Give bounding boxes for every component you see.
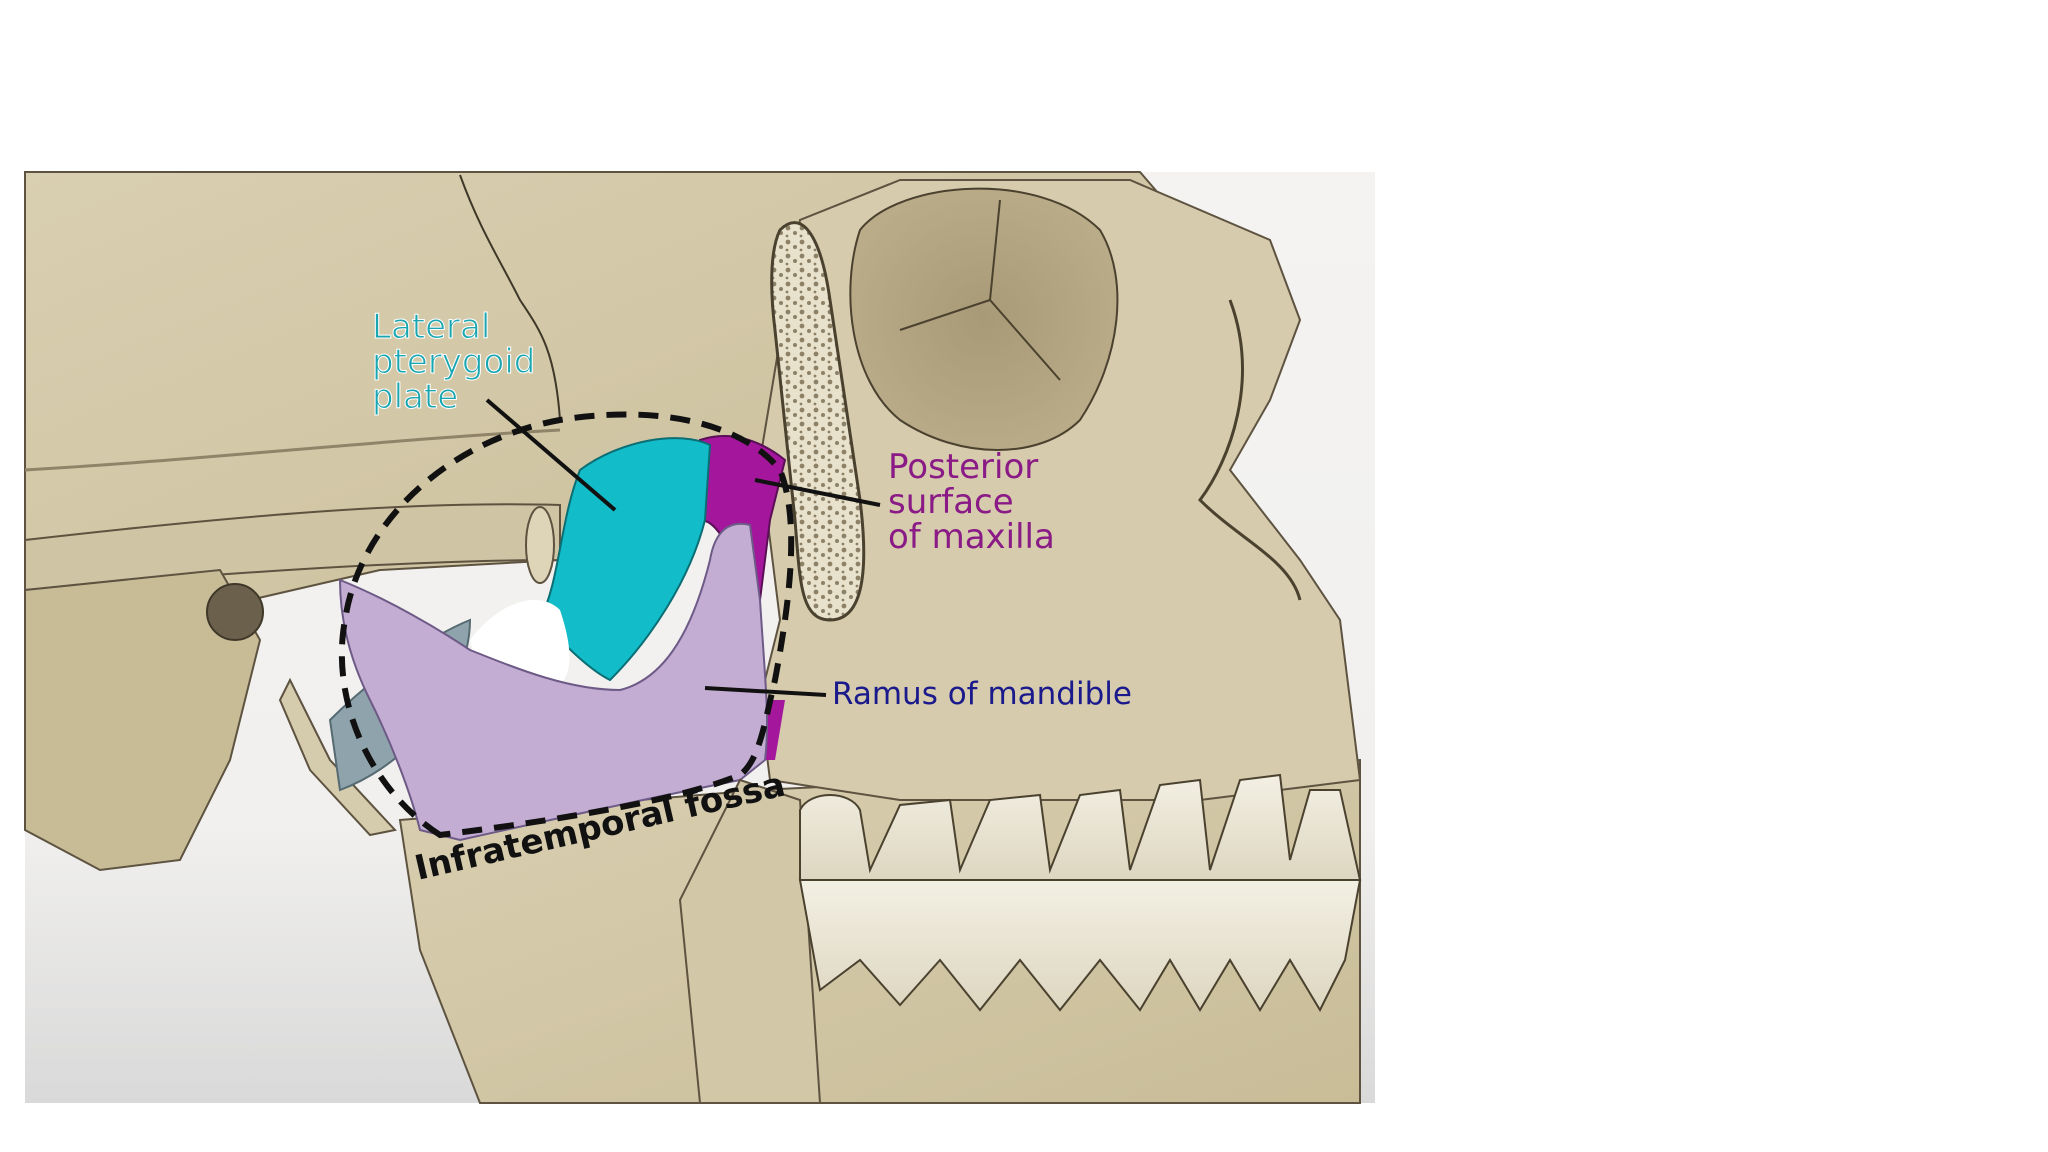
temporal-line <box>24 428 561 472</box>
external-acoustic-meatus <box>206 583 264 641</box>
lower-teeth <box>798 879 1362 1013</box>
skull-illustration <box>24 171 1375 1104</box>
label-posterior-maxilla: Posterior surface of maxilla <box>888 447 1055 557</box>
ramus-region <box>338 522 769 842</box>
sectioned-zygoma <box>770 221 866 622</box>
label-posterior-maxilla-line2: surface <box>888 482 1014 522</box>
label-ramus: Ramus of mandible <box>832 676 1132 712</box>
leader-posterior-maxilla <box>754 478 881 507</box>
teeth <box>798 773 1362 1013</box>
label-posterior-maxilla-line1: Posterior <box>888 447 1038 487</box>
styloid-process <box>278 677 397 837</box>
upper-teeth <box>799 773 1362 881</box>
leader-lateral-pterygoid <box>485 398 617 512</box>
orbit-fissures <box>899 199 1061 381</box>
label-lateral-pterygoid-line1: Lateral <box>372 307 490 347</box>
orbit <box>849 187 1119 451</box>
lateral-pterygoid-region <box>538 437 712 682</box>
label-posterior-maxilla-line3: of maxilla <box>888 517 1055 557</box>
label-lateral-pterygoid: Lateral pterygoid plate <box>372 307 536 418</box>
arch-cut-end <box>525 506 555 584</box>
fossa-boundary <box>338 411 795 839</box>
ramus-lower <box>678 778 822 1104</box>
leader-ramus <box>704 686 827 697</box>
nasal-aperture-edge <box>1198 299 1302 601</box>
label-lateral-pterygoid-line3: plate <box>372 377 458 417</box>
mastoid-region <box>24 568 262 872</box>
label-lateral-pterygoid-line2: pterygoid <box>372 342 535 382</box>
coronal-suture <box>459 174 561 421</box>
